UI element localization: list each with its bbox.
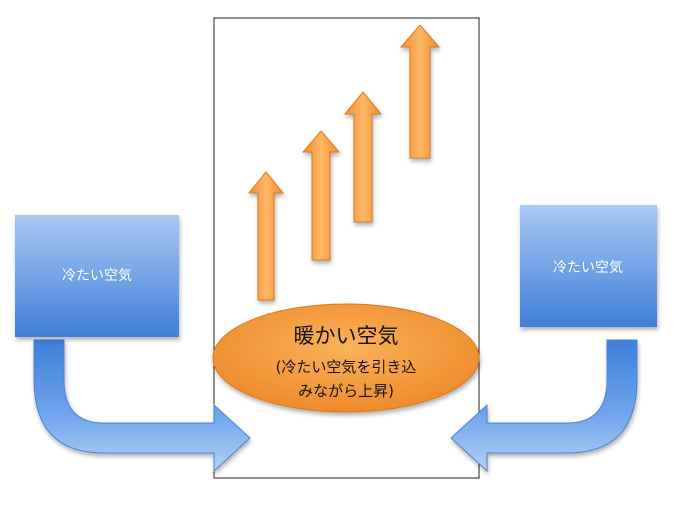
warm-air-subtitle-line1: (冷たい空気を引き込 [276,358,417,376]
rising-arrow-4 [399,24,441,159]
inflow-arrow-right [450,339,638,473]
cold-air-box-right: 冷たい空気 [520,205,657,327]
inflow-arrow-left [33,339,251,473]
warm-air-title: 暖かい空気 [294,324,399,348]
cold-air-label-right: 冷たい空気 [553,260,623,276]
warm-air-subtitle-line2: みながら上昇) [298,382,394,400]
rising-arrow-3 [343,91,383,223]
warm-air-ellipse: 暖かい空気 (冷たい空気を引き込 みながら上昇) [212,303,480,413]
cold-air-label-left: 冷たい空気 [62,268,132,284]
rising-arrow-2 [301,130,341,261]
cold-air-box-left: 冷たい空気 [15,215,179,337]
rising-arrow-1 [247,171,285,301]
